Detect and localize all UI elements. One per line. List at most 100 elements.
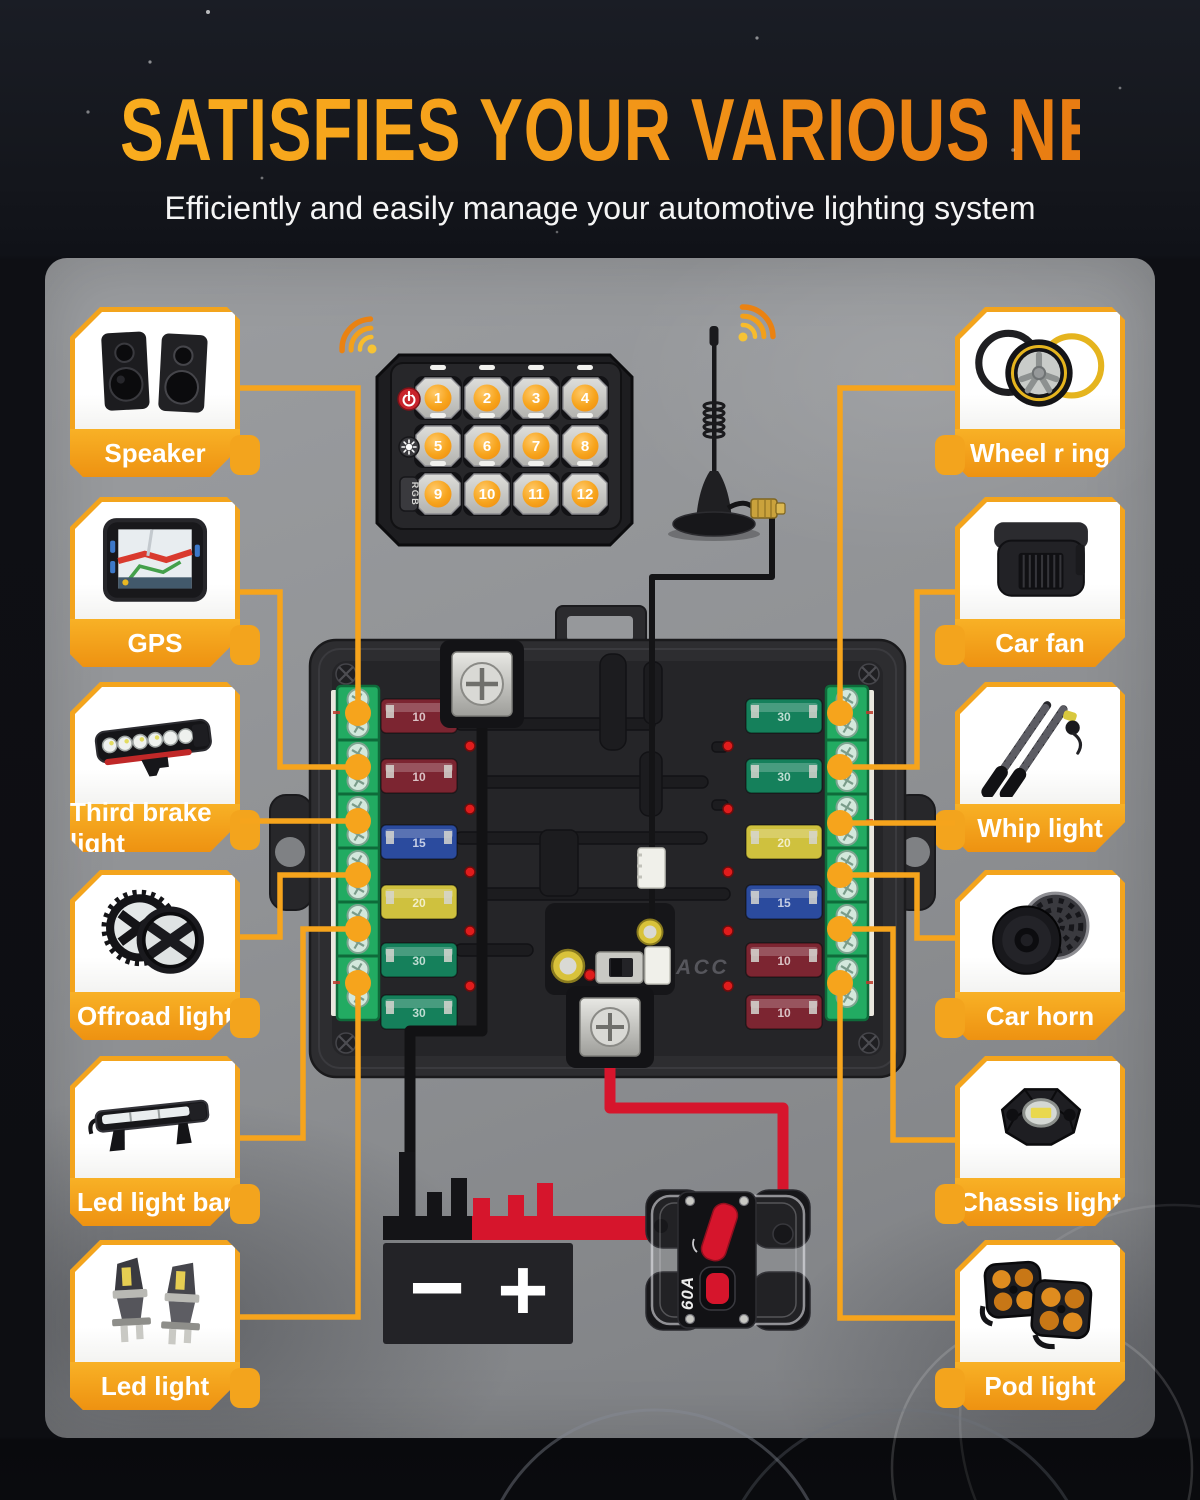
card-label-band: Wheel r ing: [955, 429, 1125, 477]
card-frame: Car horn: [955, 870, 1125, 1040]
card-label: Car fan: [995, 627, 1085, 658]
fuse-amp-label: 15: [412, 836, 426, 850]
card-label-band: GPS: [70, 619, 240, 667]
fuse-right-5: 10: [745, 942, 823, 978]
gps-icon: [102, 518, 208, 602]
fuse-led: [464, 803, 476, 815]
card-label: Pod light: [984, 1370, 1096, 1401]
card-image: [960, 1061, 1120, 1179]
card-label-band: Led light: [70, 1362, 240, 1410]
fuse-right-1: 30: [745, 698, 823, 734]
card-image: [75, 502, 235, 620]
card-chassis-light: Chassis light: [935, 1056, 1125, 1226]
power-terminals: [440, 640, 654, 1068]
key-led-indicator: [577, 461, 593, 466]
card-led-light: Led light: [70, 1240, 260, 1410]
fuse-amp-label: 10: [777, 954, 791, 968]
card-frame: Wheel r ing: [955, 307, 1125, 477]
fuse-led: [722, 740, 734, 752]
card-label-band: Car fan: [955, 619, 1125, 667]
card-label-band: Pod light: [955, 1362, 1125, 1410]
panel-key-11: 11: [512, 461, 560, 516]
connector-line-led-light-bar: [240, 926, 358, 1141]
card-offroad-light: Offroad light: [70, 870, 260, 1040]
wires: [404, 518, 789, 1234]
card-label-band: Third brake light: [70, 797, 240, 852]
battery-negative-sign: −: [409, 1234, 465, 1341]
whip-light-icon: [981, 701, 1083, 797]
card-connector-tab: [230, 435, 260, 475]
panel-key-1: 1: [414, 365, 462, 420]
card-image: [960, 875, 1120, 993]
card-frame: Speaker: [70, 307, 240, 477]
fuse-right-6: 10: [745, 994, 823, 1030]
battery: − +: [383, 1152, 650, 1344]
card-pod-light: Pod light: [935, 1240, 1125, 1410]
wifi-signal-icon: [339, 316, 377, 354]
fuses: 10 10 15 20 30 30: [380, 698, 823, 1030]
card-connector-tab: [230, 998, 260, 1038]
speaker-icon: [101, 331, 208, 413]
card-connector-tab: [935, 435, 965, 475]
card-connector-tab: [935, 810, 965, 850]
status-led: [583, 968, 597, 982]
fuse-amp-label: 30: [777, 710, 791, 724]
reset-arrow-icon: [692, 1238, 698, 1253]
rgb-label: RGB: [410, 482, 420, 507]
breaker-rating: 60A: [678, 1276, 697, 1310]
fuse-amp-label: 20: [412, 896, 426, 910]
page-title: SATISFIES YOUR VARIOUS NEEDS: [120, 80, 1200, 182]
car-horn-icon: [992, 891, 1090, 975]
card-frame: GPS: [70, 497, 240, 667]
fuse-right-4: 15: [745, 884, 823, 920]
card-label-band: Car horn: [955, 992, 1125, 1040]
sma-connector: [750, 498, 786, 519]
fuse-led: [464, 980, 476, 992]
acc-label: ACC: [675, 956, 729, 979]
card-label-band: Whip light: [955, 804, 1125, 852]
connector-line-pod-light: [837, 983, 955, 1321]
card-label: Car horn: [985, 1000, 1095, 1031]
key-number: 7: [532, 438, 540, 455]
star-specks: [86, 10, 1122, 234]
connector-line-wheel-ring: [837, 385, 955, 713]
fuse-amp-label: 10: [412, 770, 426, 784]
fuse-led: [722, 925, 734, 937]
key-number: 6: [483, 438, 491, 455]
antenna: [668, 326, 786, 541]
card-third-brake-light: Third brake light: [70, 682, 260, 852]
key-led-indicator: [479, 365, 495, 370]
card-speaker: Speaker: [70, 307, 260, 477]
battery-negative-wire: [404, 712, 488, 1222]
fuse-left-2: 10: [380, 758, 458, 794]
key-led-indicator: [479, 461, 495, 466]
fuse-led: [464, 925, 476, 937]
key-number: 3: [532, 390, 540, 407]
card-image: [960, 1245, 1120, 1363]
connector-lines: [240, 385, 955, 1321]
card-image: [75, 1061, 235, 1179]
page-subtitle: Efficiently and easily manage your autom…: [164, 190, 1036, 226]
fuse-left-5: 30: [380, 942, 458, 978]
card-frame: Third brake light: [70, 682, 240, 852]
connector-line-offroad-light: [240, 872, 358, 940]
card-connector-tab: [935, 1368, 965, 1408]
connector-dots: [345, 700, 853, 996]
connector-line-led-light: [240, 983, 361, 1320]
card-label-band: Led light bar: [70, 1178, 240, 1226]
breaker-lever: [700, 1202, 739, 1262]
card-connector-tab: [230, 1184, 260, 1224]
card-label: Wheel r ing: [969, 437, 1111, 468]
card-image: [960, 502, 1120, 620]
card-frame: Led light bar: [70, 1056, 240, 1226]
connector-line-car-horn: [840, 872, 955, 941]
card-connector-tab: [230, 810, 260, 850]
fuse-amp-label: 10: [412, 710, 426, 724]
panel-key-12: 12: [561, 461, 609, 516]
fuse-amp-label: 30: [412, 1006, 426, 1020]
fuse-left-3: 15: [380, 824, 458, 860]
card-car-horn: Car horn: [935, 870, 1125, 1040]
fuse-amp-label: 20: [777, 836, 791, 850]
antenna-wire: [649, 518, 775, 924]
